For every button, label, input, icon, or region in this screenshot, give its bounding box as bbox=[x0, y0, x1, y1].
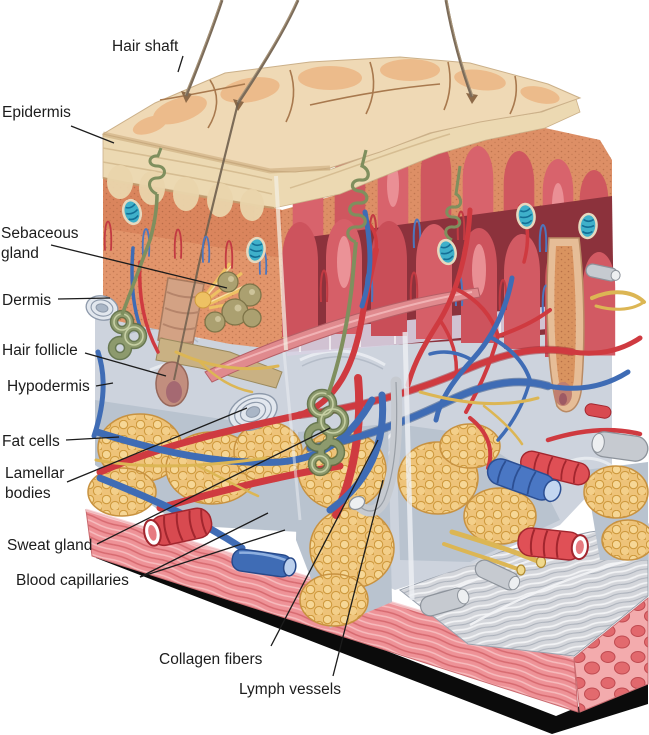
label-text-hair-follicle: Hair follicle bbox=[2, 342, 78, 359]
label-text-dermis: Dermis bbox=[2, 292, 51, 309]
label-lymph-vessels: Lymph vessels bbox=[239, 479, 384, 698]
leader-blood-capillaries-2 bbox=[139, 529, 286, 578]
leader-hair-shaft bbox=[177, 55, 184, 73]
leader-sebaceous-gland bbox=[50, 244, 228, 289]
label-hypodermis: Hypodermis bbox=[7, 378, 114, 395]
sebaceous-gland-structure bbox=[194, 262, 262, 333]
label-fat-cells: Fat cells bbox=[2, 433, 120, 450]
skin-surface bbox=[101, 56, 582, 174]
leader-dermis bbox=[57, 297, 111, 300]
leader-hypodermis bbox=[95, 382, 114, 387]
cut-plane-edges bbox=[274, 175, 415, 601]
blue-vessel-stub-bottom bbox=[231, 548, 297, 578]
label-text-lamellar-2: bodies bbox=[5, 485, 51, 502]
label-text-sebaceous-1: Sebaceous bbox=[1, 225, 79, 242]
leader-blood-capillaries-1 bbox=[139, 512, 269, 578]
label-text-sebaceous-2: gland bbox=[1, 245, 39, 262]
label-text-lymph-vessels: Lymph vessels bbox=[239, 681, 341, 698]
leader-hair-follicle bbox=[84, 352, 167, 377]
label-blood-capillaries: Blood capillaries bbox=[16, 512, 286, 589]
leader-lymph-vessels bbox=[332, 479, 384, 677]
leader-collagen-fibers bbox=[270, 439, 379, 647]
blue-vessel-stub-right bbox=[486, 458, 562, 503]
nerves-yellow bbox=[94, 290, 646, 576]
red-capillary-stub-large bbox=[143, 507, 213, 547]
label-collagen-fibers: Collagen fibers bbox=[159, 439, 379, 668]
label-sweat-gland: Sweat gland bbox=[7, 427, 331, 554]
cut-vessel-stubs bbox=[143, 403, 612, 578]
label-hair-follicle: Hair follicle bbox=[2, 342, 167, 377]
labels: Hair shaft Epidermis Sebaceous gland Der… bbox=[1, 38, 384, 698]
label-text-hypodermis: Hypodermis bbox=[7, 378, 90, 395]
leader-fat-cells bbox=[65, 436, 120, 441]
label-epidermis: Epidermis bbox=[2, 104, 115, 144]
label-dermis: Dermis bbox=[2, 292, 111, 309]
label-text-fat-cells: Fat cells bbox=[2, 433, 60, 450]
leader-epidermis bbox=[70, 125, 115, 144]
base-shadow bbox=[96, 540, 648, 734]
leader-sweat-gland bbox=[96, 427, 331, 545]
surface-crack-lines bbox=[159, 61, 518, 129]
label-text-blood-capillaries: Blood capillaries bbox=[16, 572, 129, 589]
label-sebaceous-gland: Sebaceous gland bbox=[1, 225, 228, 289]
label-text-epidermis: Epidermis bbox=[2, 104, 71, 121]
label-text-hair-shaft: Hair shaft bbox=[112, 38, 179, 55]
label-text-sweat-gland: Sweat gland bbox=[7, 537, 92, 554]
label-text-lamellar-1: Lamellar bbox=[5, 465, 64, 482]
hair-shafts bbox=[184, 0, 474, 279]
label-text-collagen-fibers: Collagen fibers bbox=[159, 651, 263, 668]
lymph-vessels-structure bbox=[348, 263, 649, 617]
red-capillary-stub-right bbox=[517, 527, 589, 561]
label-hair-shaft: Hair shaft bbox=[112, 38, 184, 73]
leader-lamellar-bodies bbox=[66, 407, 248, 483]
sweat-glands bbox=[107, 147, 463, 477]
label-lamellar-bodies: Lamellar bodies bbox=[5, 407, 248, 502]
